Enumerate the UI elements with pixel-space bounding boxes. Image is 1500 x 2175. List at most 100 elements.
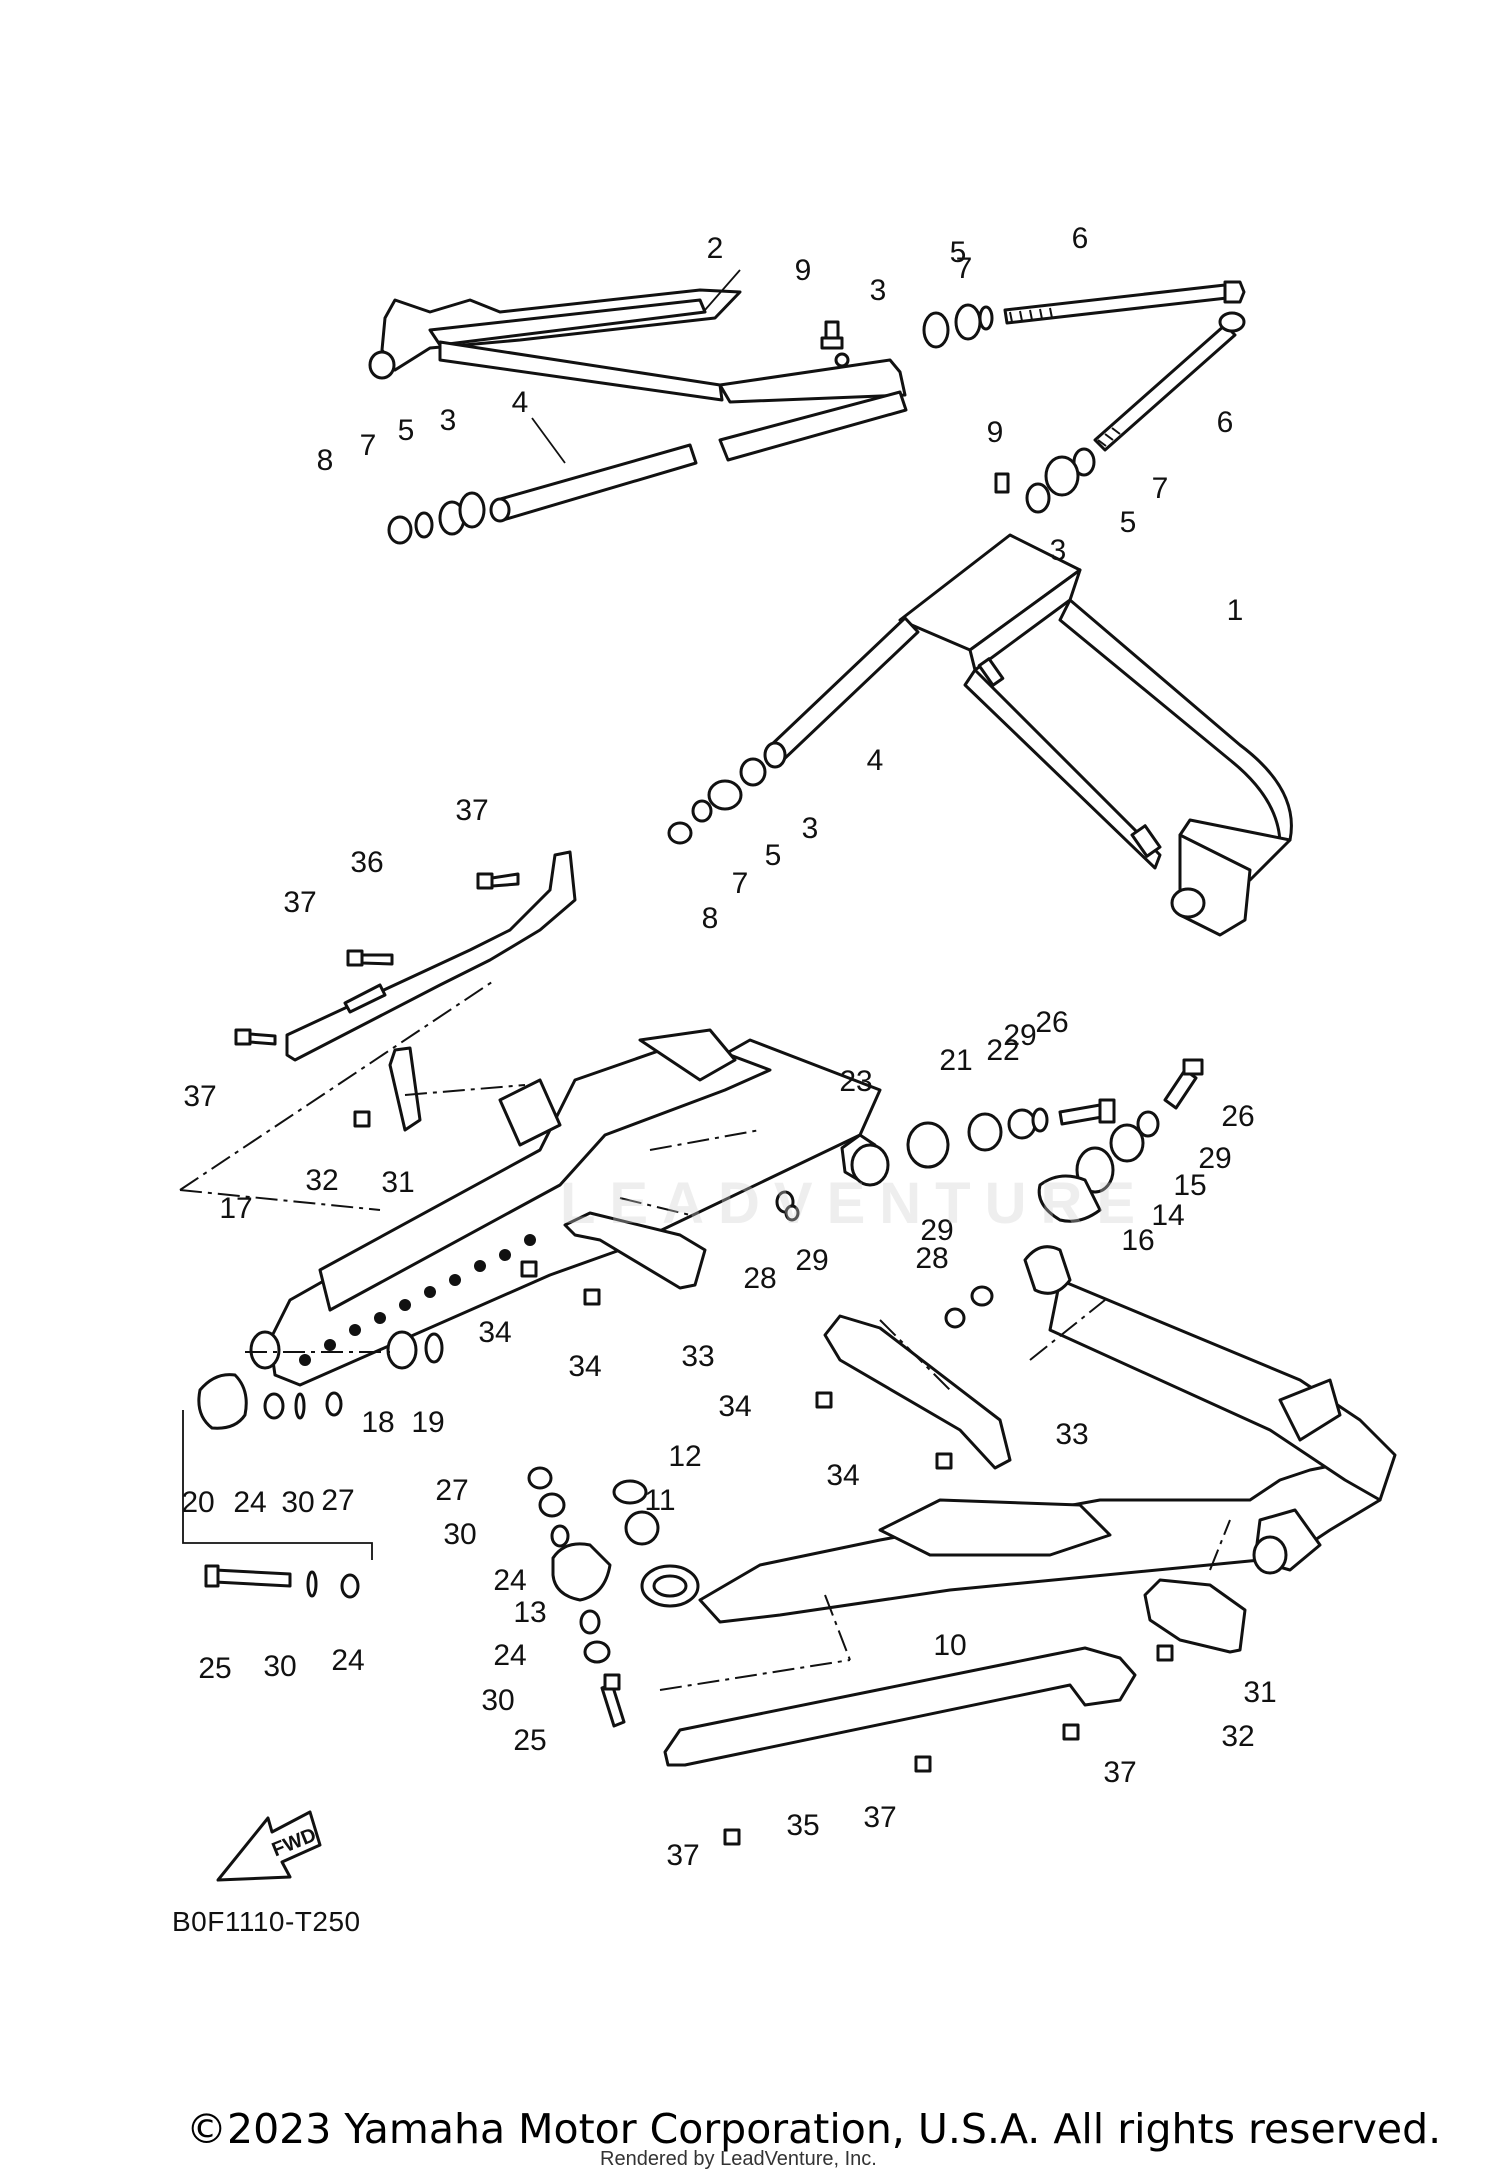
callout-4: 4 [512, 386, 529, 419]
collar-4-upper [495, 443, 698, 522]
collar-4-lower [763, 616, 920, 769]
callout-28: 28 [743, 1262, 776, 1295]
callout-25: 25 [513, 1724, 546, 1757]
bushing-18-19 [249, 1330, 444, 1370]
callout-7: 7 [956, 252, 973, 285]
callout-30: 30 [481, 1684, 514, 1717]
callout-29: 29 [1198, 1142, 1231, 1175]
callout-5: 5 [765, 839, 782, 872]
guard-36 [285, 850, 577, 1062]
callout-27: 27 [435, 1474, 468, 1507]
callout-labels: 1233334455556677778899101112131415161718… [181, 222, 1276, 1872]
callout-3: 3 [440, 404, 457, 437]
bolt-6-upper [1003, 280, 1246, 325]
hardware-left-lower [667, 757, 767, 845]
callout-29: 29 [1003, 1019, 1036, 1052]
upper-arm-2 [368, 288, 907, 404]
callout-9: 9 [987, 416, 1004, 449]
callout-19: 19 [411, 1406, 444, 1439]
grease-nipple-9-upper [820, 320, 844, 350]
callout-24: 24 [233, 1486, 266, 1519]
callout-24: 24 [493, 1564, 526, 1597]
callout-6: 6 [1217, 406, 1234, 439]
callout-29: 29 [795, 1244, 828, 1277]
callout-33: 33 [681, 1340, 714, 1373]
callout-26: 26 [1035, 1006, 1068, 1039]
callout-1: 1 [1227, 594, 1244, 627]
callout-32: 32 [305, 1164, 338, 1197]
callout-37: 37 [183, 1080, 216, 1113]
plate-31-lower [1143, 1578, 1247, 1654]
guard-33-lower [815, 1314, 1012, 1470]
callout-28: 28 [915, 1242, 948, 1275]
callout-24: 24 [331, 1644, 364, 1677]
copyright-notice: ©2023 Yamaha Motor Corporation, U.S.A. A… [186, 2105, 1442, 2153]
callout-15: 15 [1173, 1169, 1206, 1202]
bushings-11-13 [527, 1466, 660, 1728]
callout-3: 3 [802, 812, 819, 845]
callout-37: 37 [1103, 1756, 1136, 1789]
callout-3: 3 [870, 274, 887, 307]
callout-34: 34 [826, 1459, 859, 1492]
callout-8: 8 [702, 902, 719, 935]
callout-33: 33 [1055, 1418, 1088, 1451]
callout-35: 35 [786, 1809, 819, 1842]
callout-37: 37 [455, 794, 488, 827]
diagram-code: B0F1110-T250 [172, 1906, 361, 1937]
callout-25: 25 [198, 1652, 231, 1685]
swing-arm-10 [640, 1245, 1397, 1624]
callout-2: 2 [707, 232, 724, 265]
callout-21: 21 [939, 1044, 972, 1077]
callout-36: 36 [350, 846, 383, 879]
callout-7: 7 [1152, 472, 1169, 505]
callout-37: 37 [283, 886, 316, 919]
callout-9: 9 [795, 254, 812, 287]
callout-8: 8 [317, 444, 334, 477]
callout-34: 34 [718, 1390, 751, 1423]
callout-24: 24 [493, 1639, 526, 1672]
callout-17: 17 [219, 1192, 252, 1225]
bolt-37-group-upper [234, 872, 520, 1046]
callout-26: 26 [1221, 1100, 1254, 1133]
callout-31: 31 [1243, 1676, 1276, 1709]
hardware-right-middle [994, 447, 1096, 514]
callout-12: 12 [668, 1440, 701, 1473]
callout-32: 32 [1221, 1720, 1254, 1753]
callout-6: 6 [1072, 222, 1089, 255]
plate-31-upper [388, 1046, 422, 1132]
callout-37: 37 [666, 1839, 699, 1872]
callout-18: 18 [361, 1406, 394, 1439]
callout-31: 31 [381, 1166, 414, 1199]
bushing-20-group [197, 1373, 343, 1430]
guard-33-upper [520, 1211, 707, 1306]
callout-22: 22 [986, 1034, 1019, 1067]
callout-34: 34 [478, 1316, 511, 1349]
bolt-6-diagonal [1093, 311, 1246, 452]
callout-7: 7 [732, 867, 749, 900]
hardware-left-upper [387, 491, 486, 545]
callout-13: 13 [513, 1596, 546, 1629]
callout-29: 29 [920, 1214, 953, 1247]
callout-11: 11 [644, 1484, 675, 1517]
callout-37: 37 [863, 1801, 896, 1834]
callout-30: 30 [281, 1486, 314, 1519]
callout-7: 7 [360, 429, 377, 462]
bolt-32-upper [353, 1110, 371, 1128]
callout-10: 10 [933, 1629, 966, 1662]
callout-34: 34 [568, 1350, 601, 1383]
bolt-32-lower [1156, 1644, 1174, 1662]
lower-arm-1 [898, 533, 1293, 937]
watermark: LEADVENTURE [560, 1171, 1150, 1236]
hardware-right-upper [922, 303, 994, 349]
callout-27: 27 [321, 1484, 354, 1517]
callout-4: 4 [867, 744, 884, 777]
bolt-25-left [204, 1564, 360, 1599]
callout-14: 14 [1151, 1199, 1184, 1232]
leader-lines [179, 269, 1231, 1691]
callout-30: 30 [443, 1518, 476, 1551]
callout-5: 5 [398, 414, 415, 447]
callout-20: 20 [181, 1486, 214, 1519]
callout-30: 30 [263, 1650, 296, 1683]
callout-16: 16 [1121, 1224, 1154, 1257]
